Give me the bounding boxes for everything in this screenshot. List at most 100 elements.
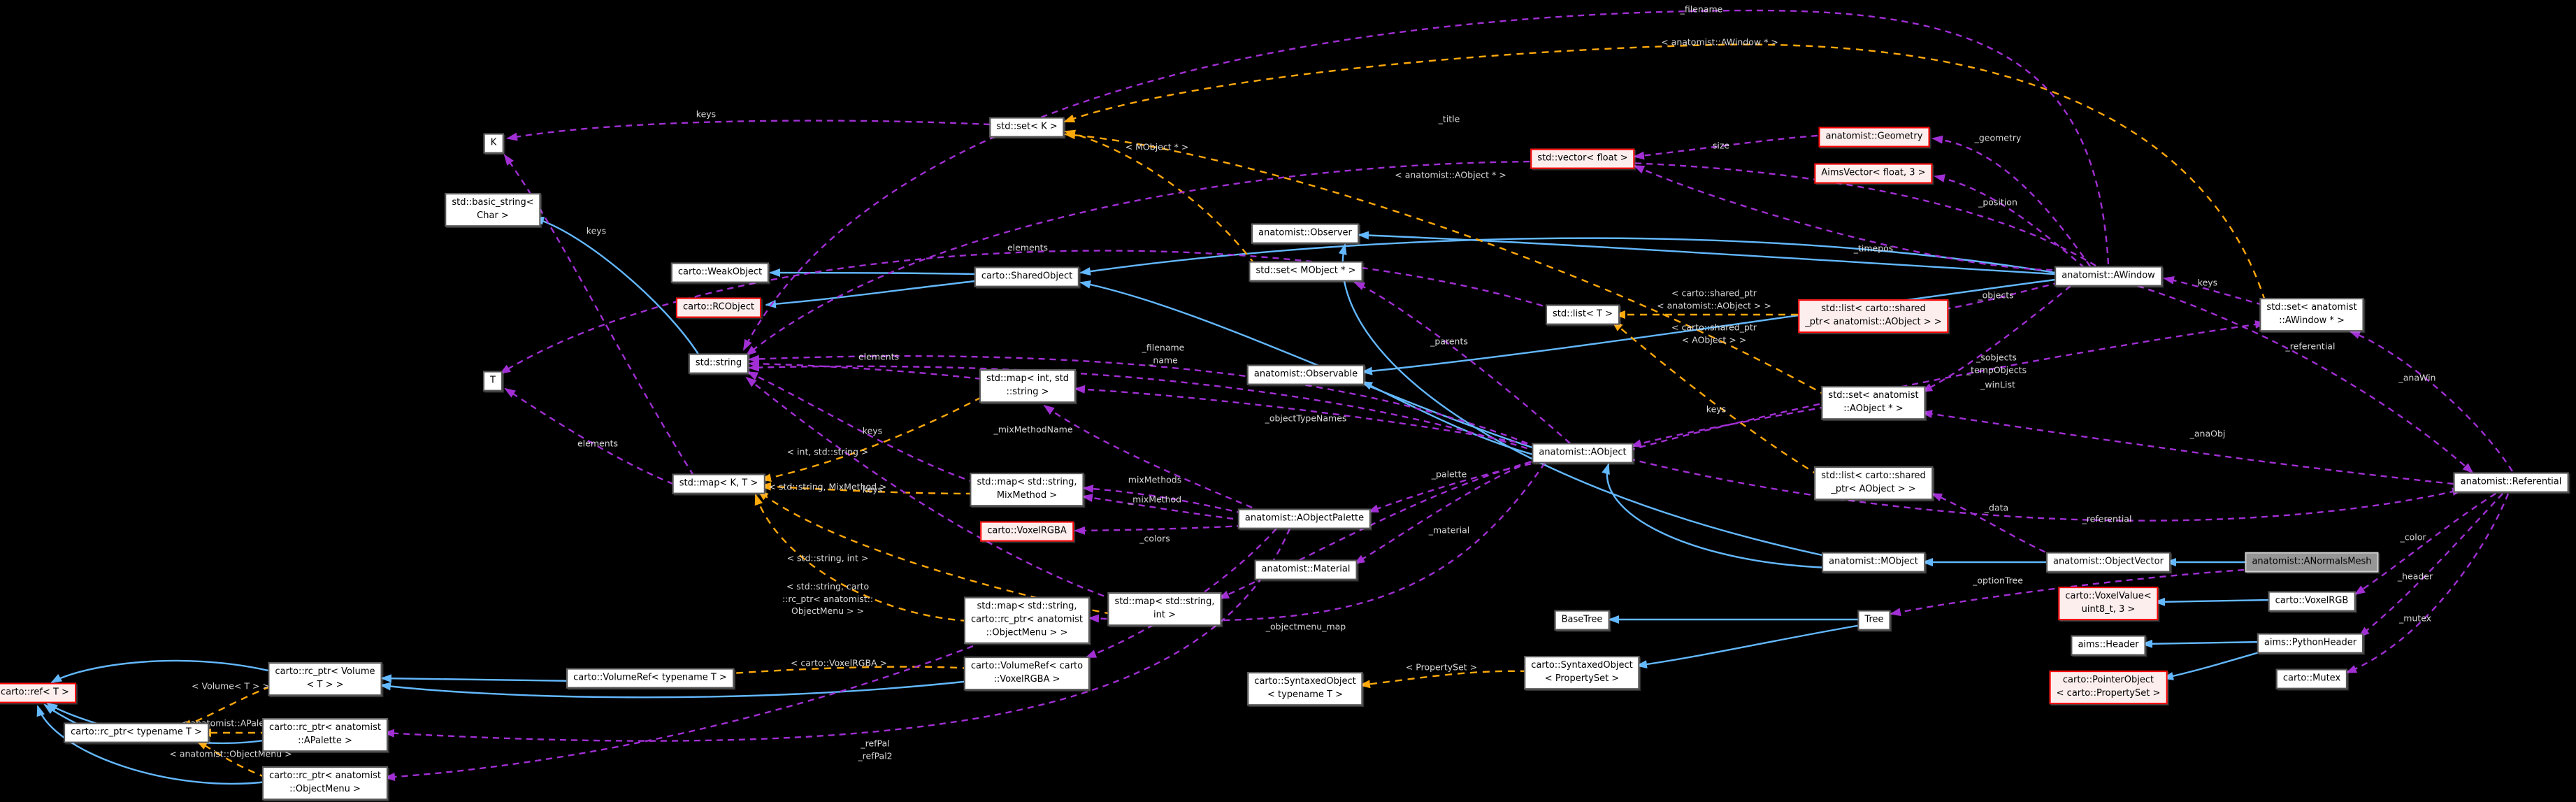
- edge-aobject-winlist-setawindow: [1628, 320, 2266, 452]
- node-k[interactable]: K: [483, 133, 504, 154]
- edge-setawindow-keys-awindow: [2163, 275, 2264, 306]
- node-list-t[interactable]: std::list< T >: [1546, 304, 1620, 325]
- edge-mapintstring-elements-string: [748, 359, 982, 380]
- edge-objectvector-data-listsharedaobj: [1931, 492, 2056, 558]
- edge-mapstrmenu-template-mapkt: [754, 494, 968, 622]
- edge-awindow-geometry-geometry: [1931, 135, 2091, 267]
- edge-aobject-parents-setmobject: [1353, 281, 1571, 444]
- edge-awindow-position-aimsvector: [1934, 174, 2085, 268]
- edge-referential-anawin-setawindow: [2349, 330, 2514, 472]
- edge-referential-mutex-mutex: [2345, 493, 2510, 674]
- edge-volumerefrgba-template-volumereft: [721, 666, 970, 678]
- edge-aobject-material-material: [1353, 456, 1541, 565]
- node-ref-t[interactable]: carto::ref< T >: [0, 682, 76, 703]
- node-basetree[interactable]: BaseTree: [1554, 610, 1610, 631]
- node-anatomist-awindow[interactable]: anatomist::AWindow: [2055, 266, 2162, 287]
- node-rc-ptr-apalette[interactable]: carto::rc_ptr< anatomist ::APalette >: [261, 718, 389, 752]
- edge-rcptrvolume-inherits-reft: [50, 659, 272, 684]
- edge-aobject-name-string: [748, 363, 1539, 453]
- node-anatomist-material[interactable]: anatomist::Material: [1254, 559, 1358, 580]
- edge-rcptrvolume-template-rcptrt: [180, 685, 271, 729]
- edge-pythonheader-inherits-pointerobject: [2162, 649, 2267, 680]
- edge-palette-colors-voxelrgba: [1074, 524, 1244, 535]
- node-voxel-rgb[interactable]: carto::VoxelRGB: [2268, 591, 2356, 612]
- edge-palette-mixmethodname-mapintstring: [1043, 404, 1263, 513]
- edge-referential-anaobj-setaobject: [1921, 410, 2454, 485]
- edge-string-inherits-basicstring: [533, 216, 700, 356]
- edge-awindow-inherits-observable: [1361, 278, 2056, 375]
- node-anatomist-observable[interactable]: anatomist::Observable: [1246, 364, 1365, 385]
- node-volumeref-t[interactable]: carto::VolumeRef< typename T >: [566, 668, 734, 689]
- node-basic-string[interactable]: std::basic_string< Char >: [445, 193, 541, 227]
- node-map-k-t[interactable]: std::map< K, T >: [672, 473, 765, 494]
- node-set-k[interactable]: std::set< K >: [989, 117, 1065, 138]
- node-anatomist-geometry[interactable]: anatomist::Geometry: [1818, 127, 1930, 148]
- edge-aobject-inherits-observable: [1361, 380, 1539, 457]
- edge-awindow-sobjects-setaobject: [1921, 285, 2071, 393]
- edge-palette-volumerefrgba: [1085, 528, 1277, 659]
- edge-aobject-palette-aobjectpalette: [1367, 460, 1543, 513]
- node-anatomist-mobject[interactable]: anatomist::MObject: [1822, 552, 1925, 573]
- edge-referential-header-pythonheader: [2358, 493, 2503, 638]
- node-t[interactable]: T: [483, 371, 503, 392]
- edge-mapintstring-template-mapkt: [760, 396, 982, 482]
- node-rc-object[interactable]: carto::RCObject: [675, 297, 762, 318]
- node-mutex[interactable]: carto::Mutex: [2275, 668, 2348, 689]
- node-aims-vector[interactable]: AimsVector< float, 3 >: [1814, 163, 1933, 184]
- node-anatomist-objectvector[interactable]: anatomist::ObjectVector: [2046, 552, 2171, 573]
- edge-mapkt-elements-t: [504, 387, 684, 489]
- edge-awindow-objects-listsharedanat: [1936, 281, 2060, 313]
- node-syntaxedobject-propertyset[interactable]: carto::SyntaxedObject < PropertySet >: [1524, 656, 1640, 689]
- node-list-shared-aobject[interactable]: std::list< carto::shared _ptr< AObject >…: [1814, 466, 1933, 500]
- node-aims-pythonheader[interactable]: aims::PythonHeader: [2257, 633, 2364, 654]
- node-pointer-object[interactable]: carto::PointerObject < carto::PropertySe…: [2049, 671, 2168, 704]
- node-aims-header[interactable]: aims::Header: [2071, 635, 2146, 656]
- node-rc-ptr-t[interactable]: carto::rc_ptr< typename T >: [64, 722, 209, 743]
- edge-rcptrobjectmenu-template-rcptrt: [196, 740, 267, 779]
- edge-setk-keys-k: [506, 120, 991, 141]
- edge-awindow-filename-string: [742, 9, 2110, 351]
- node-vector-float[interactable]: std::vector< float >: [1530, 148, 1635, 169]
- node-map-string-objectmenu[interactable]: std::map< std::string, carto::rc_ptr< an…: [963, 596, 1091, 644]
- edge-volumerefrgba-inherits-rcptrvolume: [380, 680, 971, 699]
- edge-palette-refpal-rcptrapalette: [383, 528, 1291, 742]
- node-set-aobject[interactable]: std::set< anatomist ::AObject * >: [1821, 386, 1926, 420]
- edge-setaobject-keys-aobject: [1630, 406, 1827, 447]
- node-set-awindow[interactable]: std::set< anatomist ::AWindow * >: [2259, 298, 2364, 331]
- edge-mapstrmix-keys-string: [747, 371, 976, 484]
- edge-awindow-inherits-observer: [1358, 231, 2056, 275]
- edge-mapstrmix-template-mapkt: [760, 482, 974, 495]
- node-map-string-mixmethod[interactable]: std::map< std::string, MixMethod >: [970, 473, 1084, 506]
- edge-aobject-inherits-sharedobject: [1079, 280, 1537, 450]
- node-anatomist-observer[interactable]: anatomist::Observer: [1251, 223, 1359, 244]
- edge-listsharedaobj-template-listt: [1611, 320, 1820, 477]
- node-rc-ptr-volume[interactable]: carto::rc_ptr< Volume < T > >: [268, 662, 382, 696]
- node-syntaxedobject-t[interactable]: carto::SyntaxedObject < typename T >: [1247, 672, 1363, 706]
- node-map-int-string[interactable]: std::map< int, std ::string >: [979, 369, 1077, 403]
- node-voxel-rgba[interactable]: carto::VoxelRGBA: [980, 521, 1074, 542]
- node-anatomist-anormalsmesh[interactable]: anatomist::ANormalsMesh: [2245, 552, 2379, 573]
- edge-palette-mixmethod-mapstrmix: [1081, 494, 1245, 522]
- node-weak-object[interactable]: carto::WeakObject: [670, 262, 770, 283]
- node-anatomist-referential[interactable]: anatomist::Referential: [2453, 472, 2569, 493]
- node-list-shared-anatomist-aobject[interactable]: std::list< carto::shared _ptr< anatomist…: [1798, 299, 1949, 333]
- edge-referential-color-voxelrgb: [2354, 492, 2496, 596]
- edge-tree-inherits-syntaxedobject: [1636, 624, 1862, 669]
- edge-mapstrint-keys-string: [745, 376, 1115, 601]
- edge-mobject-inherits-observer: [1338, 243, 1829, 558]
- node-tree[interactable]: Tree: [1857, 610, 1891, 631]
- node-set-mobject[interactable]: std::set< MObject * >: [1249, 261, 1363, 282]
- edge-mapstrint-template-mapkt: [757, 489, 1112, 615]
- node-anatomist-aobjectpalette[interactable]: anatomist::AObjectPalette: [1237, 508, 1372, 529]
- node-map-string-int[interactable]: std::map< std::string, int >: [1107, 592, 1222, 626]
- node-voxel-value[interactable]: carto::VoxelValue< uint8_t, 3 >: [2058, 587, 2159, 620]
- node-std-string[interactable]: std::string: [688, 353, 749, 374]
- node-rc-ptr-objectmenu[interactable]: carto::rc_ptr< anatomist ::ObjectMenu >: [261, 766, 389, 800]
- node-volumeref-voxelrgba[interactable]: carto::VolumeRef< carto ::VoxelRGBA >: [963, 657, 1091, 690]
- node-anatomist-aobject[interactable]: anatomist::AObject: [1532, 443, 1634, 464]
- edge-geometry-size-vectorfloat: [1633, 134, 1818, 160]
- edge-aobject-filename-string: [748, 355, 1539, 449]
- edge-volumereft-inherits-rcptrvolume: [380, 674, 581, 683]
- node-shared-object[interactable]: carto::SharedObject: [974, 266, 1080, 287]
- edge-voxelrgb-inherits-voxelvalue: [2154, 597, 2272, 606]
